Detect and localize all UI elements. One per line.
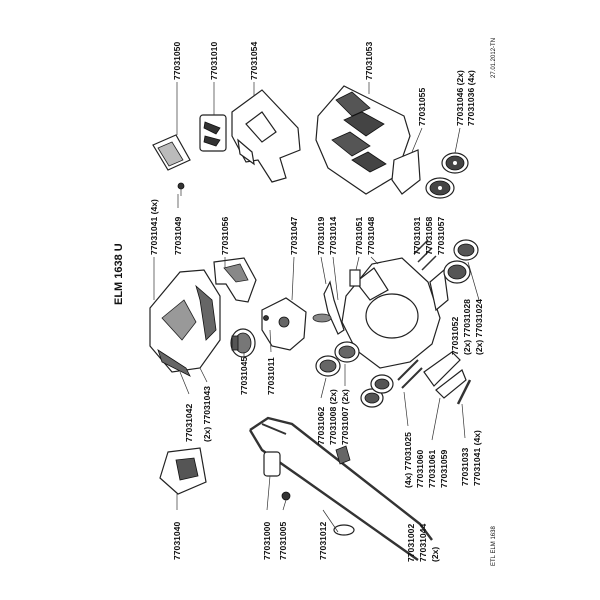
part-switch-box: [159, 447, 207, 495]
part-label: 77031045: [239, 357, 249, 395]
part-left-wheels: [315, 341, 394, 408]
part-handle-frame: [248, 416, 433, 561]
part-main-deck: [341, 257, 441, 369]
part-label: 77031054: [249, 42, 259, 80]
part-label: 77031059: [439, 450, 449, 488]
part-cable-clip: [333, 524, 355, 536]
part-label: 77031056: [220, 217, 230, 255]
part-front-wheels-right: [443, 239, 479, 284]
part-label: 77031044: [418, 524, 428, 562]
part-label: 77031019: [316, 217, 326, 255]
part-blade: [312, 280, 345, 335]
part-label: (4x) 77031025: [403, 432, 413, 488]
part-rear-wheels: [425, 152, 469, 199]
label-group-top: 77031050 77031010 77031054 77031053 7703…: [172, 42, 476, 154]
part-label: 77031048: [366, 217, 376, 255]
part-cover-plate: [152, 134, 191, 171]
label-group-lower: (4x) 77031025 77031060 77031061 77031059…: [403, 391, 482, 488]
part-label: 77031008 (2x): [328, 389, 338, 445]
part-label: 77031010: [209, 42, 219, 80]
part-upper-housing: [231, 89, 301, 183]
label-group-bottom: 77031040 77031000 77031005 77031012 7703…: [172, 475, 440, 562]
part-label: 77031053: [364, 42, 374, 80]
part-label: 77031033: [460, 448, 470, 486]
part-label: 77031000: [262, 522, 272, 560]
part-motor: [230, 328, 256, 358]
part-label: 77031051: [354, 217, 364, 255]
part-axle-bars: [397, 351, 472, 405]
part-label: 77031005: [278, 522, 288, 560]
part-screw: [177, 182, 185, 196]
part-label: 77031031: [412, 217, 422, 255]
footer-code: ETL ELM 1638: [491, 526, 497, 566]
part-clip: [199, 114, 227, 152]
date-code: 27.01.2012-TN: [491, 38, 497, 78]
part-label: 77031052: [450, 317, 460, 355]
part-label: (2x): [430, 547, 440, 562]
part-label: 77031041 (4x): [472, 430, 482, 486]
part-grass-box: [315, 85, 421, 195]
part-side-spring: [413, 239, 449, 312]
part-label: (2x) 77031043: [202, 386, 212, 442]
part-label: 77031042: [184, 404, 194, 442]
part-label: 77031012: [318, 522, 328, 560]
label-group-middle: 77031041 (4x) 77031049 77031056 77031047…: [149, 194, 446, 301]
part-motor-cover: [213, 257, 257, 303]
label-group-lower-middle: 77031045 77031011 77031042 (2x) 77031043…: [179, 261, 484, 445]
part-label: 77031055: [417, 88, 427, 126]
part-label: 77031007 (2x): [340, 389, 350, 445]
part-label: 77031040: [172, 522, 182, 560]
part-label: 77031046 (2x): [455, 70, 465, 126]
part-label: (2x) 77031024: [474, 299, 484, 355]
part-label: 77031014: [328, 217, 338, 255]
part-label: 77031060: [415, 450, 425, 488]
part-label: 77031062: [316, 407, 326, 445]
part-label: 77031041 (4x): [149, 199, 159, 255]
part-label: 77031049: [173, 217, 183, 255]
part-label: 77031061: [427, 450, 437, 488]
part-label: 77031057: [436, 217, 446, 255]
part-motor-bracket: [261, 297, 307, 351]
part-label: 77031047: [289, 217, 299, 255]
part-label: 77031011: [266, 357, 276, 395]
part-label: 77031036 (4x): [466, 70, 476, 126]
diagram-title: ELM 1638 U: [113, 243, 125, 305]
part-label: 77031002: [406, 524, 416, 562]
part-label: 77031058: [424, 217, 434, 255]
part-top-lid: [149, 269, 221, 377]
part-label: 77031050: [172, 42, 182, 80]
part-label: (2x) 77031028: [462, 299, 472, 355]
